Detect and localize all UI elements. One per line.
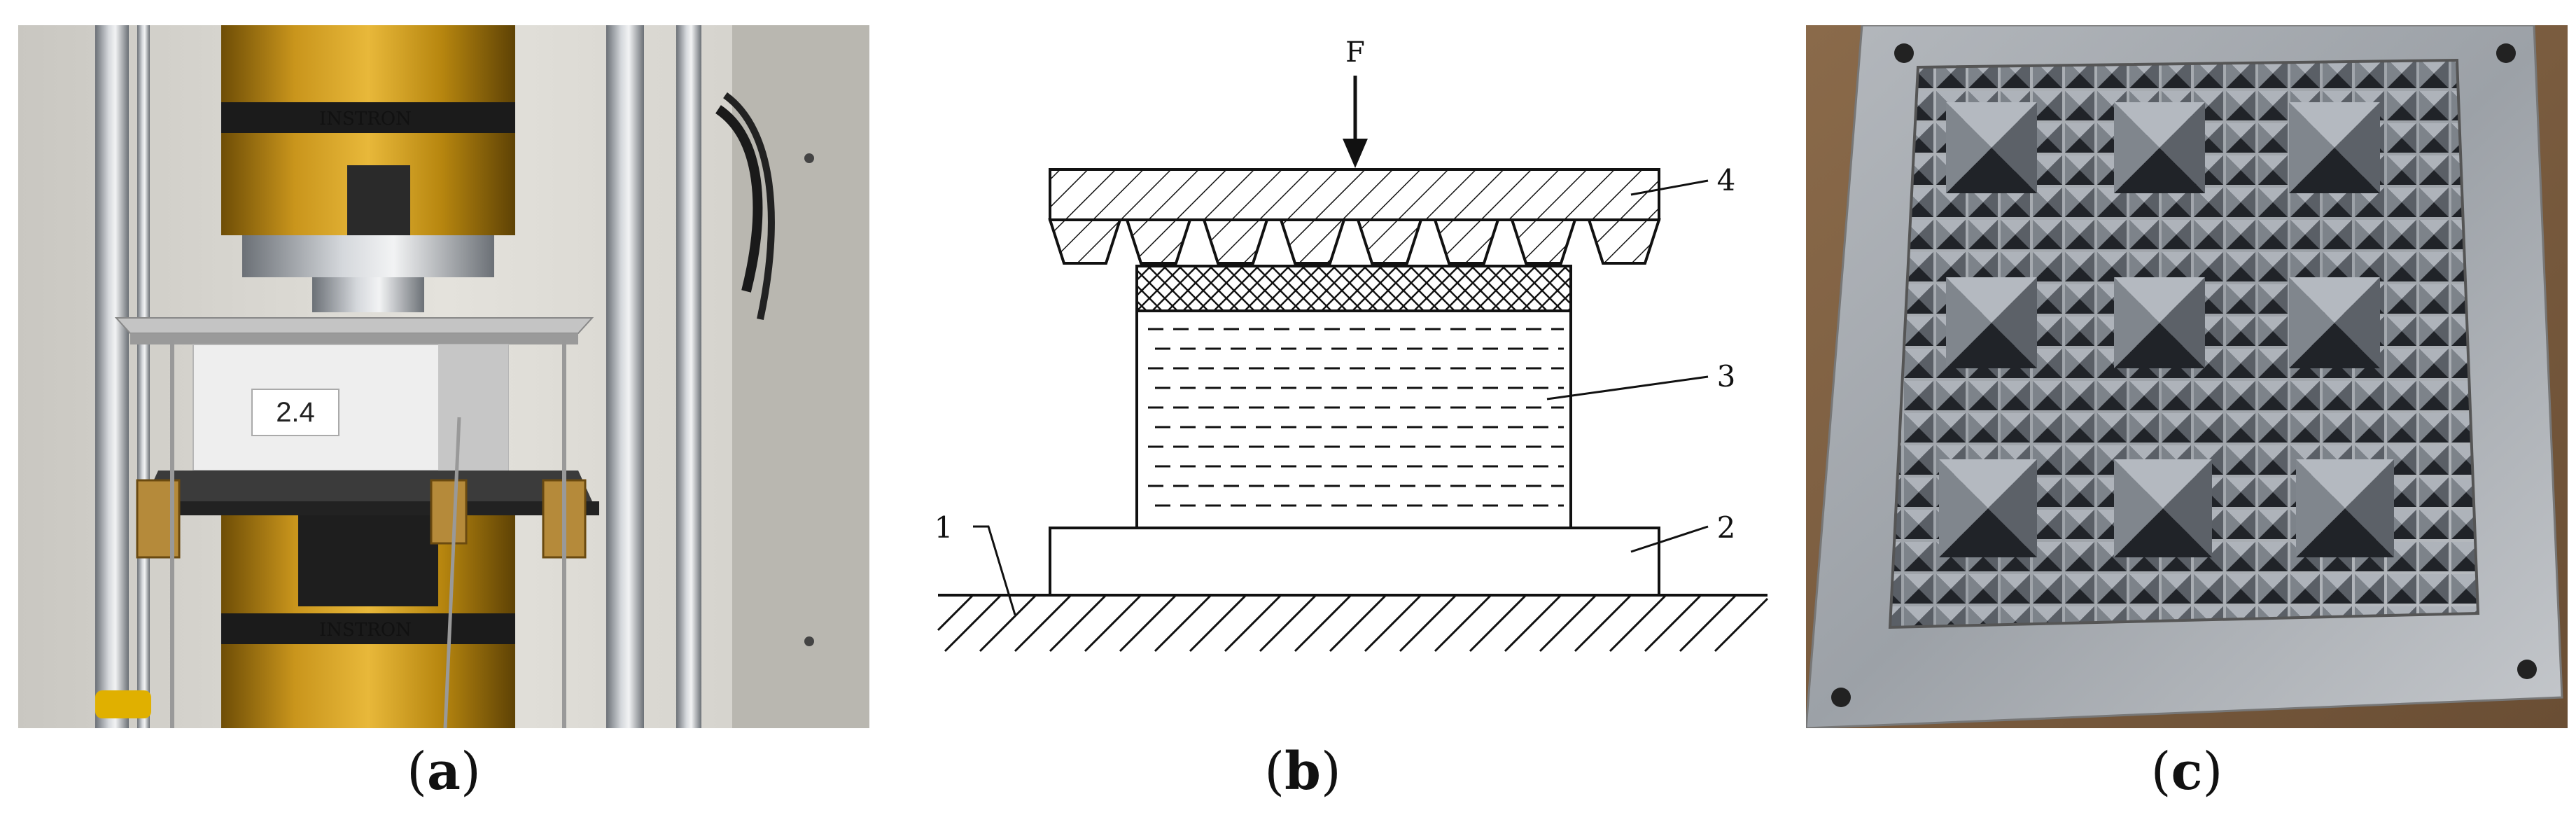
caption-c-letter: c <box>2171 741 2203 802</box>
callout-1: 1 <box>934 510 953 545</box>
test-rig-illustration: INSTRON 2.4 INSTRON <box>18 25 869 728</box>
caption-b-letter: b <box>1284 741 1321 802</box>
punch-teeth <box>1048 218 1661 265</box>
column-right <box>606 25 644 728</box>
caption-b: (b) <box>1264 741 1341 802</box>
punch-plate-illustration <box>1806 25 2568 728</box>
specimen-body <box>1135 309 1572 529</box>
leader-2 <box>1630 525 1709 553</box>
force-arrowhead <box>1343 139 1368 168</box>
lower-platen <box>144 471 592 501</box>
leader-1 <box>973 525 1016 615</box>
ground-hatching <box>937 594 1769 653</box>
column-left <box>95 25 129 728</box>
base-plate <box>1049 527 1660 597</box>
caption-a-letter: a <box>427 741 461 802</box>
leader-3 <box>1546 375 1709 400</box>
specimen-tag: 2.4 <box>276 397 315 428</box>
compression-schematic: F <box>934 36 1769 653</box>
callout-4: 4 <box>1717 163 1736 197</box>
caption-c: (c) <box>2150 741 2223 802</box>
callout-2: 2 <box>1717 510 1736 545</box>
force-label: F <box>1345 36 1365 69</box>
loading-plate <box>114 317 594 334</box>
callout-3: 3 <box>1717 359 1736 393</box>
upper-brand-label: INSTRON <box>319 109 412 130</box>
large-pyramids <box>1939 102 2394 557</box>
specimen-top-layer <box>1135 265 1572 312</box>
schematic-diagram: F <box>903 21 1799 721</box>
lower-brand-label: INSTRON <box>319 620 412 641</box>
punch-plate <box>1049 168 1660 221</box>
photo-punch-plate <box>1806 25 2568 728</box>
specimen-dashes <box>1148 328 1564 507</box>
leader-4 <box>1630 179 1709 196</box>
caption-a: (a) <box>407 741 481 802</box>
photo-test-rig: INSTRON 2.4 INSTRON <box>18 25 869 728</box>
